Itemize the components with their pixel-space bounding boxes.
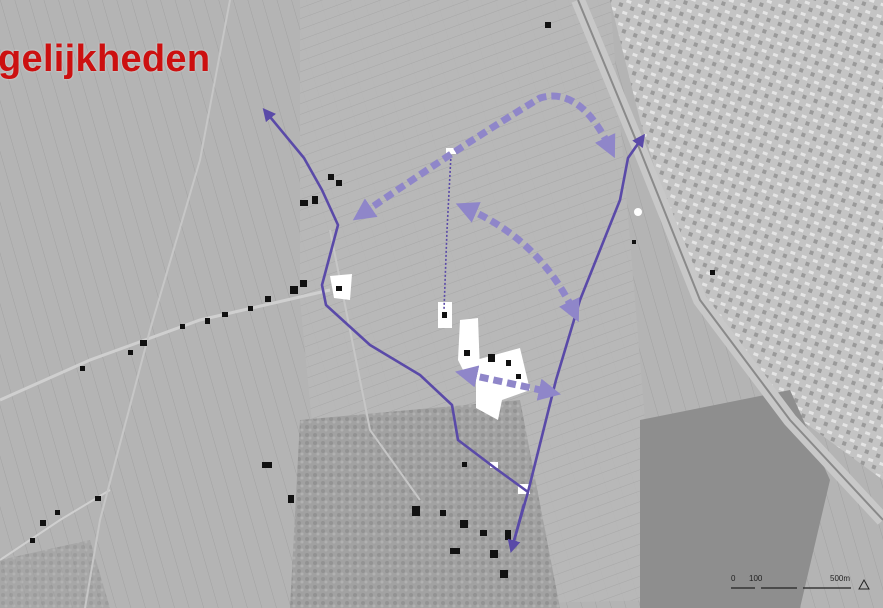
scale-label-mid: 100 [749, 574, 763, 583]
route-south-arrow-icon [507, 503, 526, 554]
option-arrow-center [455, 202, 580, 323]
option-arrow-north [352, 92, 616, 221]
route-west-arrow-icon [262, 107, 530, 549]
town-area [610, 0, 883, 480]
railway [577, 0, 883, 521]
road-diagonal [84, 0, 231, 608]
scale-bar: 0 100 500m [725, 572, 873, 602]
woodland-south [290, 400, 560, 608]
scale-line [731, 578, 870, 590]
buildings [30, 22, 715, 578]
scale-label-end: 500m [830, 574, 851, 583]
north-arrow-icon [858, 578, 870, 590]
road-southwest [0, 489, 111, 561]
map-title: gelijkheden [0, 38, 211, 80]
water-basin [640, 390, 830, 608]
option-arrow-south [455, 365, 561, 401]
scale-label-zero: 0 [731, 574, 736, 583]
woodland-southwest [0, 540, 110, 608]
